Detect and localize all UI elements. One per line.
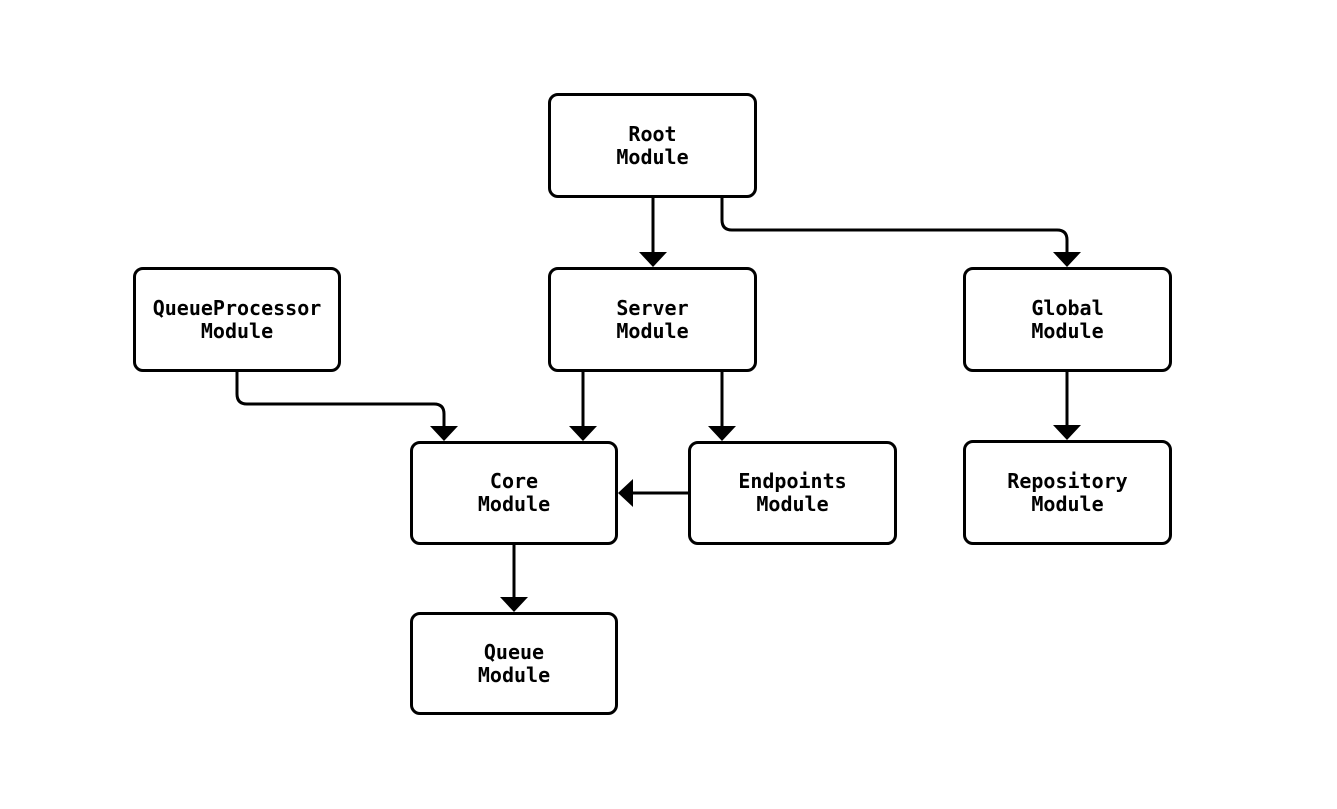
node-label-line1: Core	[489, 469, 539, 493]
node-core-module: Core Module	[410, 441, 618, 545]
node-global-module: Global Module	[963, 267, 1172, 372]
node-label-line2: Module	[756, 492, 829, 516]
edge-core-to-queue	[500, 545, 528, 612]
node-label-line1: QueueProcessor	[152, 295, 322, 320]
node-label-line2: Module	[1031, 318, 1104, 343]
node-label-line1: Repository	[1007, 468, 1128, 493]
node-endpoints-module: Endpoints Module	[688, 441, 897, 545]
node-label-line2: Module	[1031, 491, 1104, 516]
node-root-module: Root Module	[548, 93, 757, 198]
edge-endpoints-to-core	[618, 479, 688, 507]
edge-root-to-global	[720, 198, 1081, 267]
edge-global-to-repository	[1053, 372, 1081, 440]
node-label-line1: Global	[1031, 295, 1104, 320]
node-queue-module: Queue Module	[410, 612, 618, 715]
edge-server-to-core	[569, 372, 597, 441]
node-label-line1: Endpoints	[738, 469, 847, 493]
node-repository-module: Repository Module	[963, 440, 1172, 545]
node-label-line1: Server	[616, 295, 689, 320]
node-label-line2: Module	[616, 144, 689, 169]
node-server-module: Server Module	[548, 267, 757, 372]
node-label-line2: Module	[477, 492, 551, 516]
node-label-line1: Queue	[483, 639, 545, 664]
node-queueprocessor-module: QueueProcessor Module	[133, 267, 341, 372]
edge-server-to-endpoints	[708, 372, 736, 441]
node-label-line2: Module	[200, 318, 274, 343]
edge-queueprocessor-to-core	[235, 372, 458, 441]
node-label-line2: Module	[477, 662, 551, 687]
node-label-line2: Module	[616, 318, 689, 343]
node-label-line1: Root	[628, 121, 677, 146]
edge-root-to-server	[639, 198, 667, 267]
